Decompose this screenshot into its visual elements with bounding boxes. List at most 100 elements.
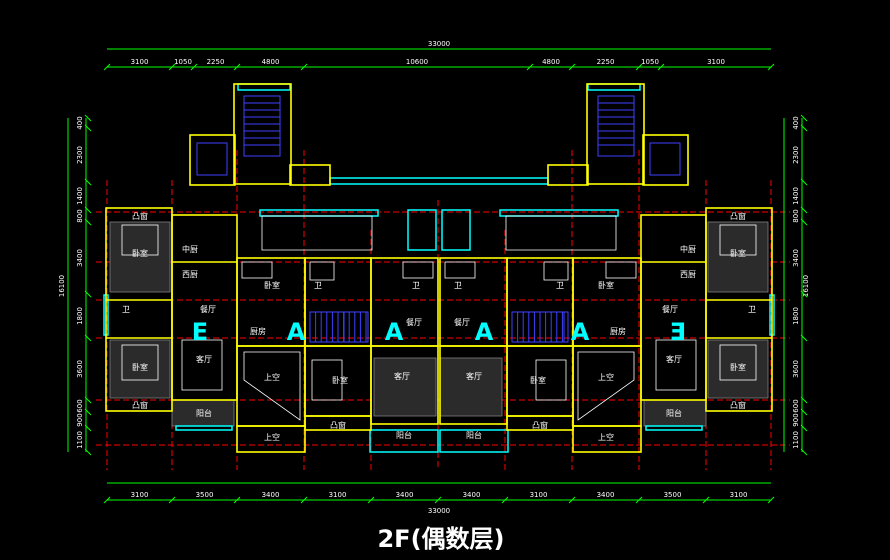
room-label: 上空 — [264, 372, 280, 382]
dimension-label: 1400 — [792, 187, 800, 205]
room-label: 凸窗 — [730, 211, 746, 221]
dimension-label: 1100 — [76, 431, 84, 449]
dimension-tick — [103, 496, 111, 504]
dimension-tick — [300, 496, 308, 504]
room-label: 客厅 — [666, 354, 682, 364]
dimension-tick — [800, 334, 808, 342]
dimension-label: 600 — [792, 399, 800, 412]
dimension-tick — [434, 496, 442, 504]
dimension-label: 3100 — [131, 58, 149, 66]
top-overall-dimension: 33000 — [428, 40, 450, 48]
room-label: 上空 — [598, 372, 614, 382]
dimension-label: 4800 — [542, 58, 560, 66]
unit-type-letter: A — [475, 318, 494, 346]
dimension-tick — [168, 496, 176, 504]
dimension-tick — [568, 496, 576, 504]
dimension-tick — [233, 63, 241, 71]
room-label: 中厨 — [680, 244, 696, 254]
unit-type-letter: A — [385, 318, 404, 346]
room-label: 厨房 — [610, 326, 626, 336]
room-label: 卧室 — [730, 248, 746, 258]
dimension-label: 3400 — [463, 491, 481, 499]
dimension-label: 1100 — [792, 431, 800, 449]
dimension-label: 3400 — [396, 491, 414, 499]
dimension-tick — [84, 114, 92, 122]
dimension-tick — [233, 496, 241, 504]
room-label: 餐厅 — [662, 305, 678, 314]
dimension-tick — [635, 496, 643, 504]
room-label: 西厨 — [182, 270, 198, 279]
room-label: 餐厅 — [406, 318, 422, 327]
dimension-label: 3100 — [730, 491, 748, 499]
room-label: 客厅 — [394, 371, 410, 381]
dimension-tick — [800, 124, 808, 132]
dimension-tick — [526, 63, 534, 71]
dimension-tick — [84, 396, 92, 404]
dimension-tick — [800, 396, 808, 404]
dimension-label: 3600 — [76, 360, 84, 378]
dimension-label: 2250 — [597, 58, 615, 66]
dimension-label: 400 — [76, 116, 84, 129]
dimension-label: 3400 — [262, 491, 280, 499]
dimension-tick — [767, 63, 775, 71]
dimension-label: 3100 — [707, 58, 725, 66]
dimension-tick — [635, 63, 643, 71]
room-label: 卧室 — [598, 280, 614, 290]
dimension-tick — [767, 496, 775, 504]
room-label: 上空 — [598, 432, 614, 442]
room-label: 凸窗 — [132, 400, 148, 410]
room-label: 阳台 — [396, 430, 412, 440]
dimension-tick — [103, 63, 111, 71]
dimension-label: 800 — [792, 209, 800, 222]
hatched-areas — [109, 221, 769, 427]
room-label: 卫 — [314, 281, 322, 290]
dimension-label: 1050 — [641, 58, 659, 66]
room-label: 凸窗 — [330, 420, 346, 430]
dimension-label: 1050 — [174, 58, 192, 66]
right-total-dimension: 16100 — [802, 275, 810, 297]
dimension-label: 3100 — [530, 491, 548, 499]
room-label: 阳台 — [196, 408, 212, 418]
unit-type-letter: A — [571, 318, 590, 346]
dimension-tick — [84, 424, 92, 432]
room-label: 卫 — [748, 305, 756, 314]
dimension-label: 1800 — [792, 307, 800, 325]
dimension-label: 600 — [76, 399, 84, 412]
dimension-label: 3500 — [196, 491, 214, 499]
room-label: 凸窗 — [532, 420, 548, 430]
room-label: 阳台 — [466, 430, 482, 440]
unit-type-letter: E — [192, 318, 208, 346]
dimension-tick — [84, 124, 92, 132]
dimension-tick — [84, 408, 92, 416]
room-label: 卫 — [412, 281, 420, 290]
room-label: 卫 — [556, 281, 564, 290]
room-label: 阳台 — [666, 408, 682, 418]
dimension-tick — [800, 206, 808, 214]
dimension-tick — [800, 424, 808, 432]
dimension-label: 900 — [792, 413, 800, 426]
fixtures — [121, 215, 757, 421]
room-label: 卧室 — [132, 362, 148, 372]
dimension-tick — [800, 218, 808, 226]
dimension-label: 3400 — [76, 249, 84, 267]
walls — [105, 83, 773, 453]
room-label: 上空 — [264, 432, 280, 442]
room-label: 凸窗 — [132, 211, 148, 221]
room-label: 客厅 — [466, 371, 482, 381]
room-label: 卧室 — [132, 248, 148, 258]
dimension-tick — [800, 114, 808, 122]
stairs — [196, 95, 681, 343]
dimension-label: 4800 — [262, 58, 280, 66]
dimension-label: 800 — [76, 209, 84, 222]
dimension-tick — [568, 63, 576, 71]
dimension-label: 3400 — [597, 491, 615, 499]
dimension-label: 3400 — [792, 249, 800, 267]
dimension-tick — [84, 206, 92, 214]
dimension-label: 400 — [792, 116, 800, 129]
